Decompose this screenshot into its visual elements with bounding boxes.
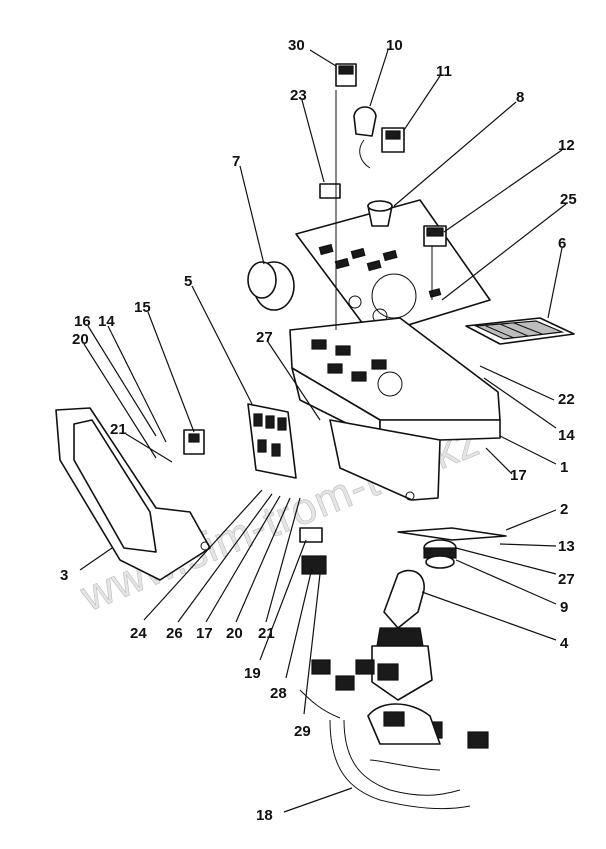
part-side-grille	[465, 317, 575, 345]
callout-27: 27	[256, 329, 273, 346]
callout-12: 12	[558, 137, 575, 154]
callout-20-bottom: 20	[226, 625, 243, 642]
callout-17: 17	[510, 467, 527, 484]
callout-28: 28	[270, 685, 287, 702]
part-top-switches	[319, 63, 447, 247]
part-small-bracket	[183, 429, 205, 455]
callout-21: 21	[110, 421, 127, 438]
callout-3: 3	[60, 567, 68, 584]
callout-16: 16	[74, 313, 91, 330]
callout-14-right: 14	[558, 427, 575, 444]
callout-18: 18	[256, 807, 273, 824]
callout-24: 24	[130, 625, 147, 642]
callout-labels: 30 10 11 23 8 7 12 25 6 5 15 16 14 20 27…	[60, 37, 577, 824]
callout-14: 14	[98, 313, 115, 330]
callout-1: 1	[560, 459, 568, 476]
callout-26: 26	[166, 625, 183, 642]
callout-5: 5	[184, 273, 192, 290]
callout-8: 8	[516, 89, 524, 106]
callout-23: 23	[290, 87, 307, 104]
callout-29: 29	[294, 723, 311, 740]
part-joystick	[371, 569, 433, 701]
part-cylinder-unit	[247, 261, 295, 311]
callout-19: 19	[244, 665, 261, 682]
part-connectors	[299, 527, 327, 575]
callout-2: 2	[560, 501, 568, 518]
callout-4: 4	[560, 635, 569, 652]
leader-lines	[79, 49, 567, 813]
callout-13: 13	[558, 538, 575, 555]
part-mount-plate	[397, 527, 507, 569]
callout-17-bottom: 17	[196, 625, 213, 642]
callout-21-bottom: 21	[258, 625, 275, 642]
part-console-housing	[289, 317, 501, 501]
callout-6: 6	[558, 235, 566, 252]
callout-11: 11	[436, 63, 452, 80]
callout-20: 20	[72, 331, 89, 348]
callout-25: 25	[560, 191, 577, 208]
callout-15: 15	[134, 299, 151, 316]
callout-10: 10	[386, 37, 403, 54]
callout-7: 7	[232, 153, 240, 170]
callout-22: 22	[558, 391, 575, 408]
part-side-cover	[55, 407, 211, 581]
part-relay-module	[247, 403, 297, 479]
callout-27-right: 27	[558, 571, 575, 588]
callout-9: 9	[560, 599, 568, 616]
part-wiring-harness	[299, 659, 489, 809]
callout-30: 30	[288, 37, 305, 54]
